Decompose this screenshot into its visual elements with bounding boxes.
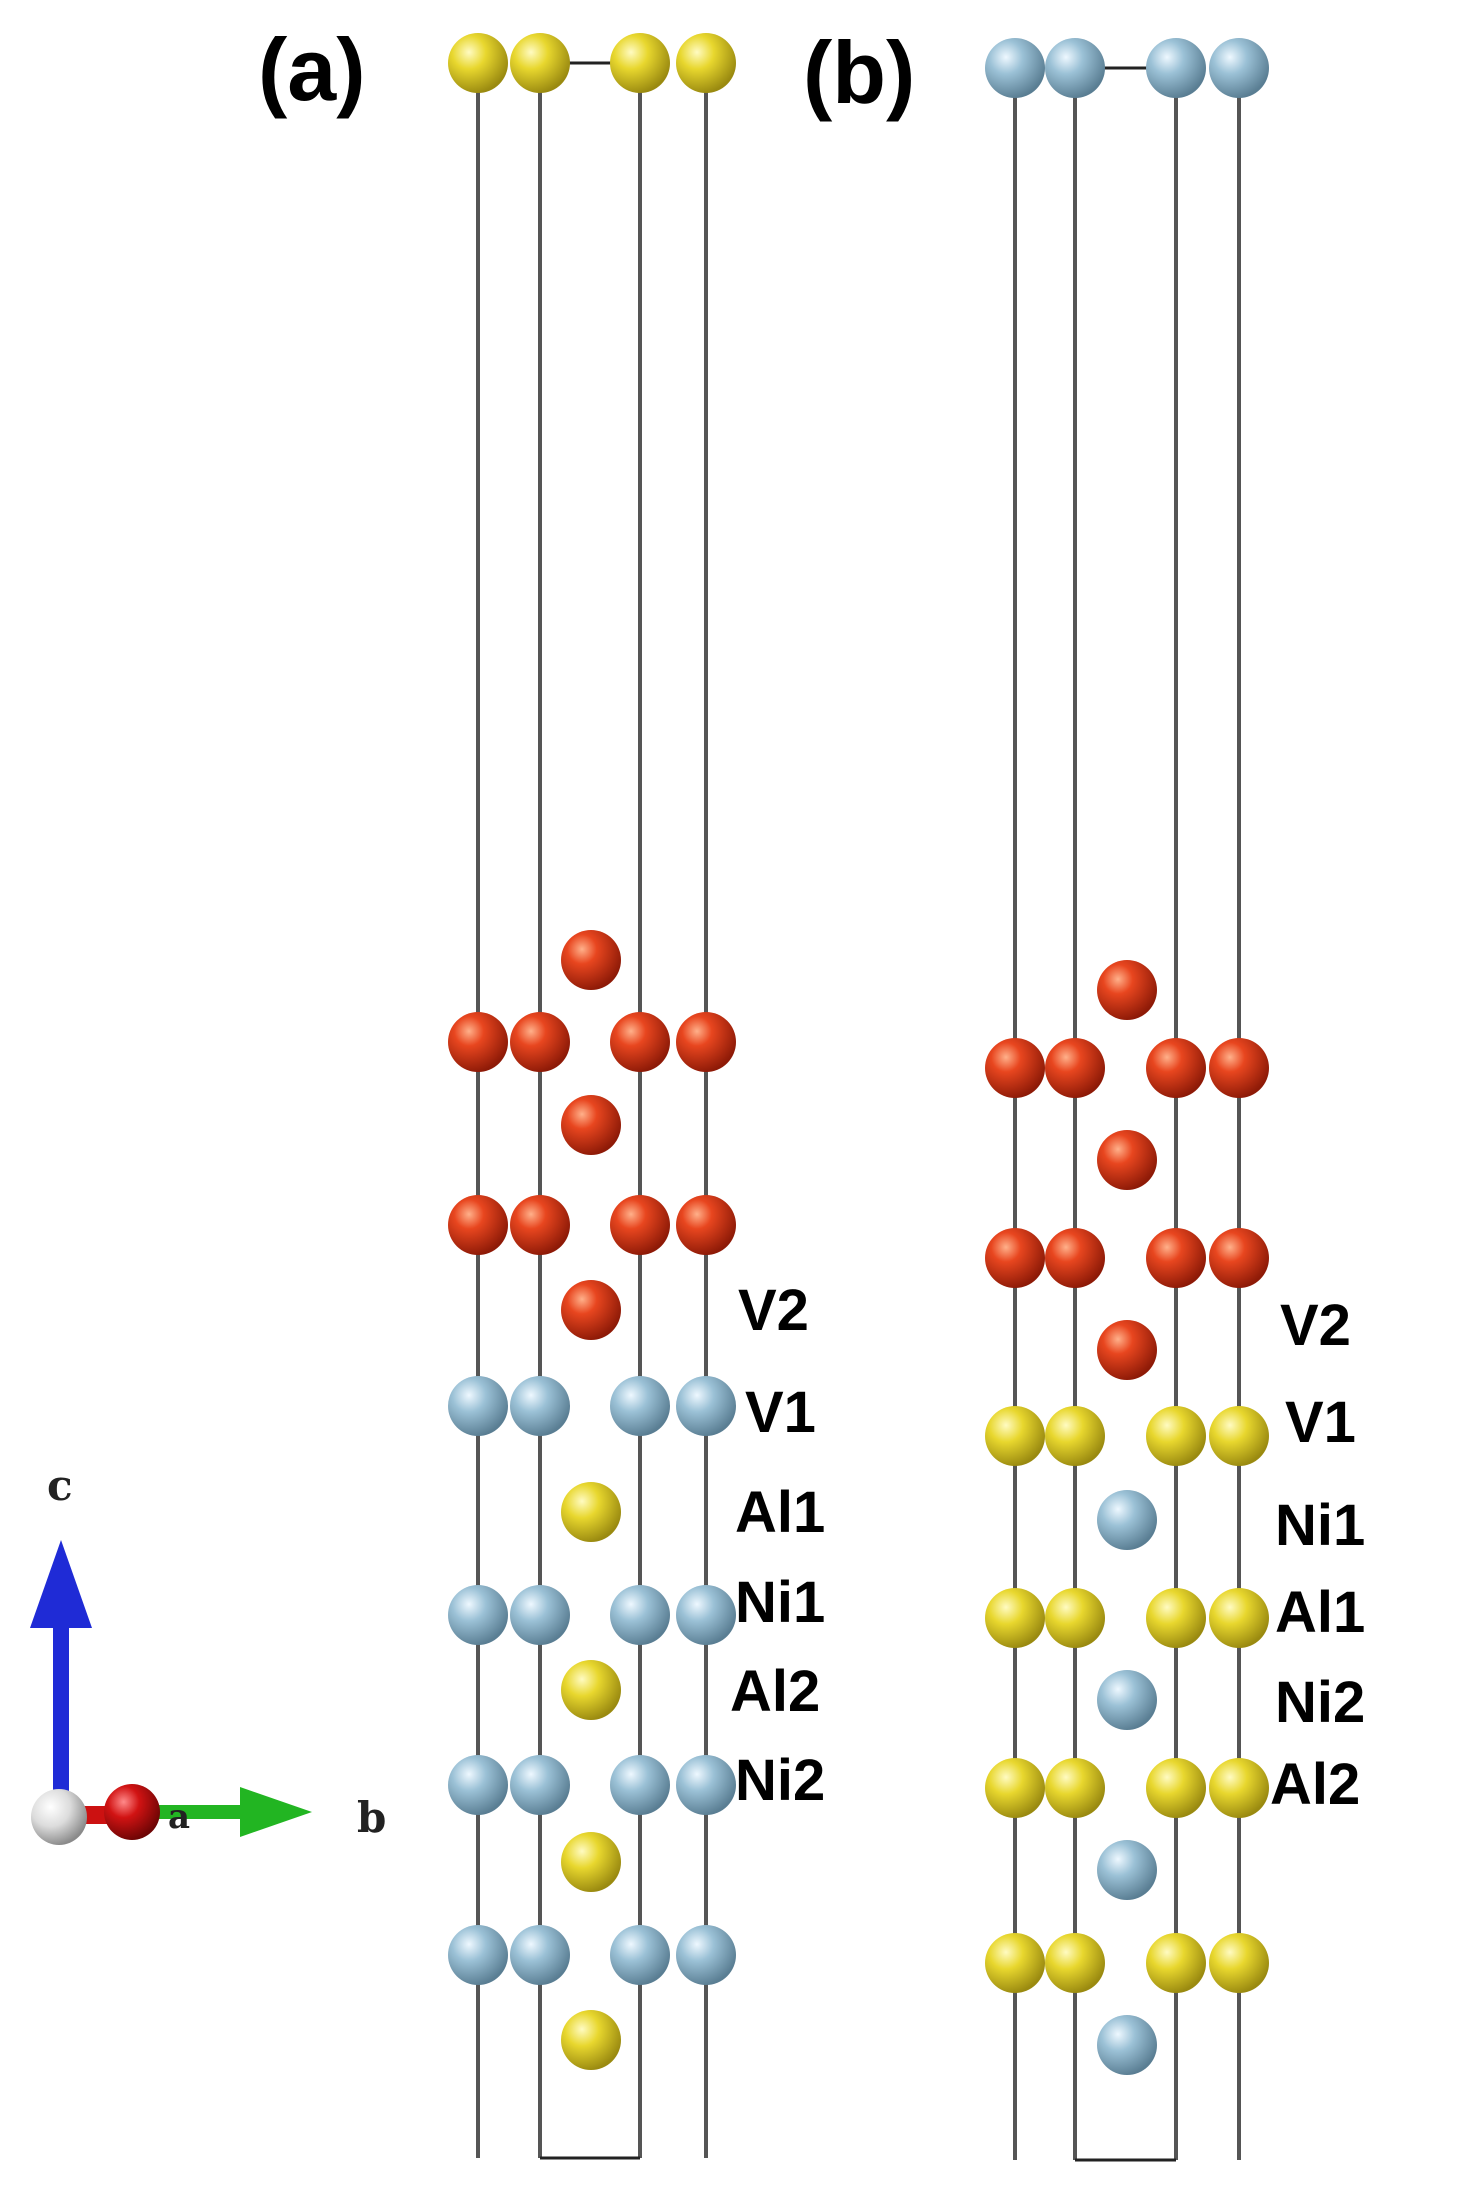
al-atom bbox=[448, 1585, 508, 1645]
al-atom bbox=[1097, 1670, 1157, 1730]
al-atom bbox=[510, 1755, 570, 1815]
panel-b-label: (b) bbox=[803, 23, 915, 122]
v-atom bbox=[676, 1195, 736, 1255]
ni-atom bbox=[1045, 1758, 1105, 1818]
axis-origin bbox=[31, 1789, 87, 1845]
al-atom bbox=[676, 1925, 736, 1985]
ni-atom bbox=[448, 33, 508, 93]
al-atom bbox=[610, 1585, 670, 1645]
layer-label-ni1: Ni1 bbox=[1275, 1493, 1365, 1558]
v-atom bbox=[448, 1012, 508, 1072]
ni-atom bbox=[561, 2010, 621, 2070]
al-atom bbox=[448, 1925, 508, 1985]
ni-atom bbox=[610, 33, 670, 93]
layer-label-ni2: Ni2 bbox=[735, 1748, 825, 1813]
v-atom bbox=[1209, 1038, 1269, 1098]
panel-a-label: (a) bbox=[258, 20, 366, 119]
ni-atom bbox=[1045, 1933, 1105, 1993]
v-atom bbox=[1045, 1228, 1105, 1288]
v-atom bbox=[1097, 960, 1157, 1020]
layer-label-al1: Al1 bbox=[1275, 1580, 1365, 1645]
al-atom bbox=[510, 1585, 570, 1645]
ni-atom bbox=[1045, 1406, 1105, 1466]
ni-atom bbox=[1146, 1406, 1206, 1466]
panel-a-atoms bbox=[448, 33, 736, 2070]
layer-label-al2: Al2 bbox=[1270, 1752, 1360, 1817]
ni-atom bbox=[561, 1482, 621, 1542]
panel-a-layer-labels: V2 V1 Al1 Ni1 Al2 Ni2 bbox=[730, 1278, 825, 1813]
v-atom bbox=[1045, 1038, 1105, 1098]
ni-atom bbox=[676, 33, 736, 93]
v-atom bbox=[561, 1095, 621, 1155]
al-atom bbox=[985, 38, 1045, 98]
b-axis-arrowhead bbox=[240, 1787, 312, 1837]
ni-atom bbox=[985, 1933, 1045, 1993]
layer-label-ni2: Ni2 bbox=[1275, 1670, 1365, 1735]
panel-b-atoms bbox=[985, 38, 1269, 2075]
panel-b-layer-labels: V2 V1 Ni1 Al1 Ni2 Al2 bbox=[1270, 1293, 1365, 1817]
al-atom bbox=[448, 1755, 508, 1815]
al-atom bbox=[1097, 1490, 1157, 1550]
v-atom bbox=[1097, 1320, 1157, 1380]
al-atom bbox=[610, 1925, 670, 1985]
al-atom bbox=[1146, 38, 1206, 98]
v-atom bbox=[561, 930, 621, 990]
al-atom bbox=[676, 1585, 736, 1645]
ni-atom bbox=[1146, 1933, 1206, 1993]
v-atom bbox=[1146, 1228, 1206, 1288]
v-atom bbox=[610, 1195, 670, 1255]
al-atom bbox=[1097, 2015, 1157, 2075]
ni-atom bbox=[1045, 1588, 1105, 1648]
c-axis-arrowhead bbox=[30, 1540, 92, 1628]
al-atom bbox=[610, 1755, 670, 1815]
v-atom bbox=[1209, 1228, 1269, 1288]
al-atom bbox=[1045, 38, 1105, 98]
layer-label-v1: V1 bbox=[1285, 1390, 1356, 1455]
ni-atom bbox=[1146, 1588, 1206, 1648]
al-atom bbox=[676, 1755, 736, 1815]
v-atom bbox=[510, 1012, 570, 1072]
al-atom bbox=[510, 1925, 570, 1985]
al-atom bbox=[510, 1376, 570, 1436]
ni-atom bbox=[1146, 1758, 1206, 1818]
al-atom bbox=[1209, 38, 1269, 98]
layer-label-al2: Al2 bbox=[730, 1659, 820, 1724]
al-atom bbox=[610, 1376, 670, 1436]
layer-label-v1: V1 bbox=[745, 1380, 816, 1445]
v-atom bbox=[561, 1280, 621, 1340]
ni-atom bbox=[985, 1406, 1045, 1466]
v-atom bbox=[1097, 1130, 1157, 1190]
v-atom bbox=[676, 1012, 736, 1072]
layer-label-ni1: Ni1 bbox=[735, 1570, 825, 1635]
layer-label-v2: V2 bbox=[1280, 1293, 1351, 1358]
al-atom bbox=[676, 1376, 736, 1436]
ni-atom bbox=[985, 1588, 1045, 1648]
ni-atom bbox=[510, 33, 570, 93]
v-atom bbox=[985, 1038, 1045, 1098]
ni-atom bbox=[1209, 1406, 1269, 1466]
ni-atom bbox=[1209, 1758, 1269, 1818]
ni-atom bbox=[561, 1660, 621, 1720]
v-atom bbox=[1146, 1038, 1206, 1098]
v-atom bbox=[985, 1228, 1045, 1288]
v-atom bbox=[448, 1195, 508, 1255]
b-axis-label: b bbox=[357, 1793, 386, 1842]
a-axis-arrowhead bbox=[104, 1784, 160, 1840]
al-atom bbox=[448, 1376, 508, 1436]
ni-atom bbox=[985, 1758, 1045, 1818]
ni-atom bbox=[1209, 1933, 1269, 1993]
ni-atom bbox=[1209, 1588, 1269, 1648]
ni-atom bbox=[561, 1832, 621, 1892]
a-axis-label: a bbox=[168, 1797, 190, 1837]
layer-label-al1: Al1 bbox=[735, 1480, 825, 1545]
axis-triad: c a b bbox=[30, 1461, 386, 1845]
layer-label-v2: V2 bbox=[738, 1278, 809, 1343]
al-atom bbox=[1097, 1840, 1157, 1900]
v-atom bbox=[610, 1012, 670, 1072]
v-atom bbox=[510, 1195, 570, 1255]
c-axis-label: c bbox=[47, 1461, 73, 1510]
